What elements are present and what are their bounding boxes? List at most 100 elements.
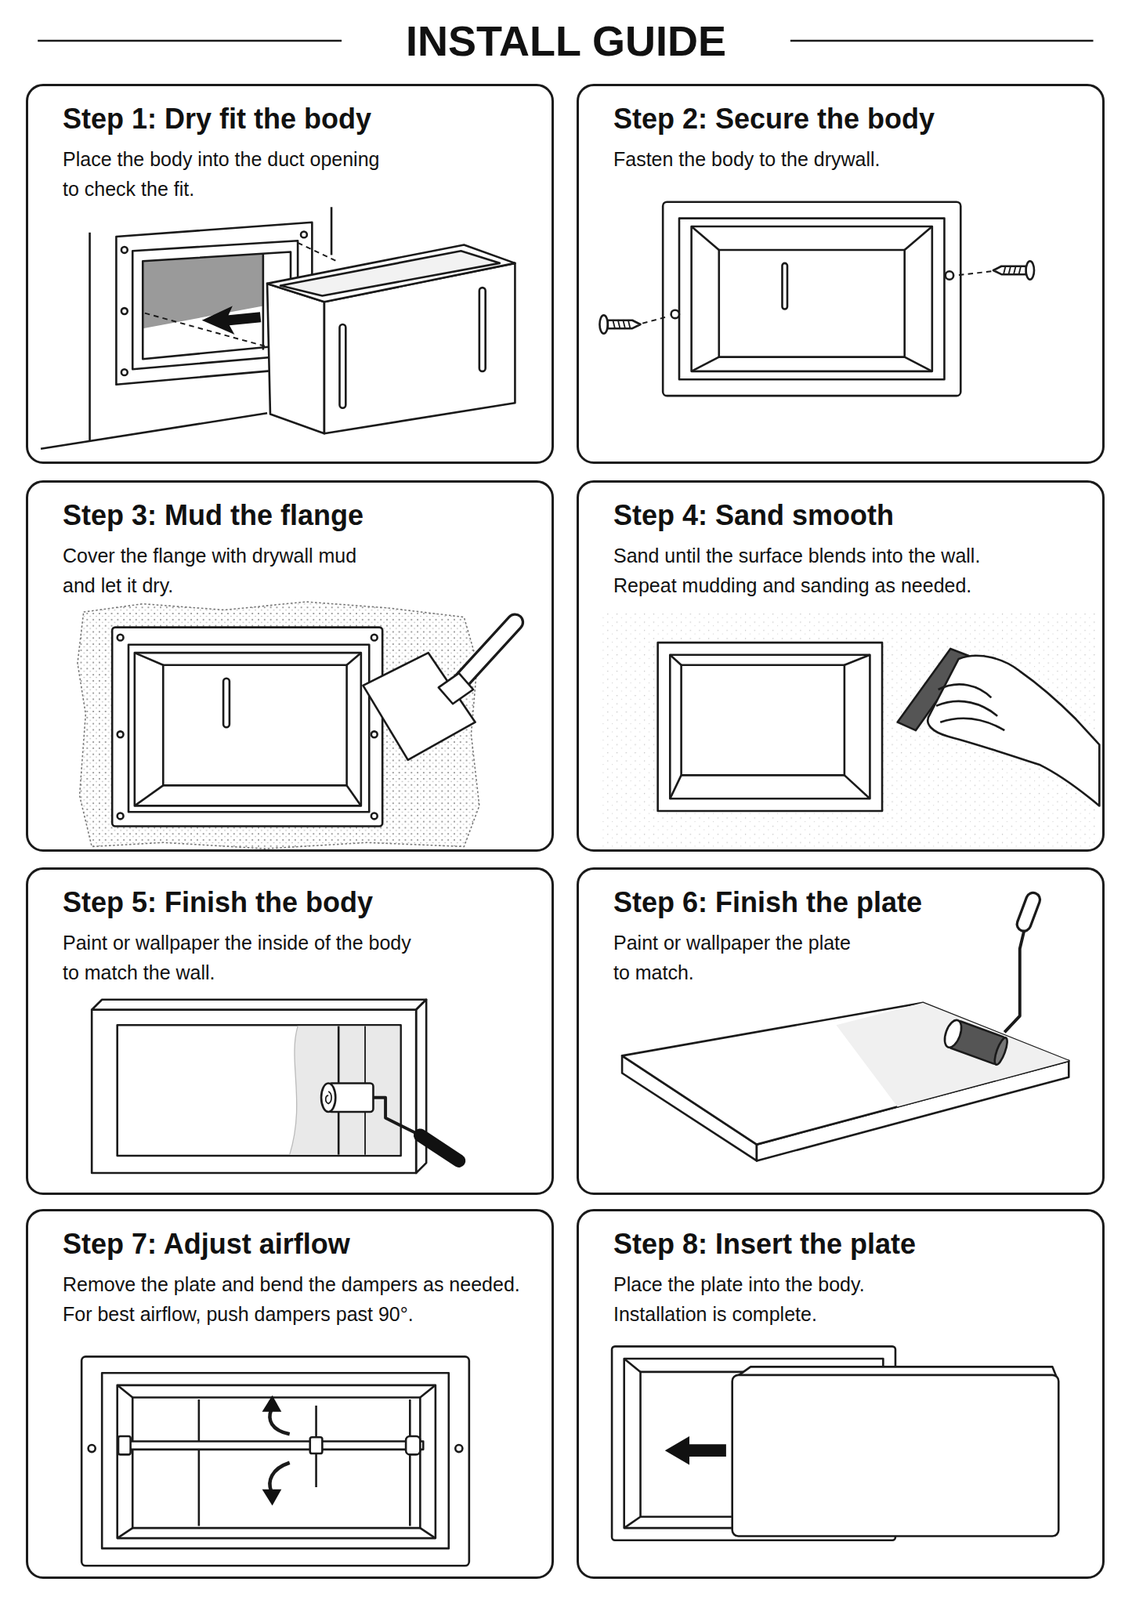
mud-illustration [438,672,474,704]
secure-illustration [642,316,670,324]
step-panel: Step 2: Secure the bodyFasten the body t… [576,83,1105,464]
step-panel: Step 7: Adjust airflowRemove the plate a… [25,1208,554,1579]
damper-illustration [419,1527,436,1538]
mud-illustration [362,652,475,760]
finish-body-illustration [321,1083,336,1112]
finish-body-illustration [91,1009,416,1173]
sand-illustration [844,774,871,799]
finish-body-illustration [415,999,427,1173]
step-instruction: Place the body into the duct opening to … [62,144,392,204]
damper-illustration [408,1399,412,1526]
step-panel: Step 5: Finish the bodyPaint or wallpape… [25,867,554,1195]
dry-fit-illustration [40,206,515,449]
secure-illustration [691,226,933,372]
dry-fit-illustration [280,250,500,296]
mud-illustration [371,730,378,738]
dry-fit-illustration [88,232,91,442]
secure-illustration [904,226,933,250]
mud-illustration [112,627,383,827]
mud-illustration [162,665,347,786]
step-instruction: Remove the plate and bend the dampers as… [62,1269,533,1329]
damper-illustration [117,1385,134,1398]
dry-fit-illustration [121,246,128,254]
secure-illustration [691,226,720,250]
insert-plate-illustration [732,1374,1060,1537]
step-instruction: Cover the flange with drywall mud and le… [62,540,377,601]
damper-illustration [455,1444,463,1452]
damper-illustration [198,1399,201,1526]
finish-body-illustration [289,1026,298,1155]
finish-plate-illustration [1023,899,1034,924]
damper-illustration [117,1527,134,1538]
damper-illustration [117,1385,436,1538]
finish-plate-illustration [622,1002,1069,1145]
secure-illustration [679,218,944,380]
mud-illustration [347,784,362,806]
mud-illustration [117,634,124,641]
damper-illustration [269,1462,290,1491]
damper-illustration [269,1409,290,1434]
illustration [37,40,1100,1566]
mud-illustration [77,601,515,849]
sand-illustration [938,683,992,698]
dry-fit-illustration [267,244,515,302]
sand-illustration [601,611,1100,849]
finish-plate-illustration [992,1036,1010,1067]
title-rule [790,39,1094,43]
finish-body-illustration [289,1026,401,1155]
insert-plate-illustration [665,1435,727,1465]
title-rule [37,39,342,43]
step-heading: Step 7: Adjust airflow [62,1226,538,1262]
finish-body-illustration [372,1097,418,1135]
secure-illustration [671,310,680,319]
step-panel: Step 4: Sand smoothSand until the surfac… [576,480,1105,852]
secure-illustration [599,202,1035,396]
mud-illustration [460,622,515,682]
secure-illustration [662,202,961,396]
damper-illustration [101,1372,449,1548]
step-instruction: Sand until the surface blends into the w… [613,540,1013,601]
finish-body-illustration [325,1091,332,1104]
secure-illustration [781,263,788,310]
step-panel: Step 3: Mud the flangeCover the flange w… [25,480,554,852]
dry-fit-illustration [121,368,128,376]
secure-illustration [993,260,1035,279]
step-heading: Step 6: Finish the plate [613,885,1089,920]
mud-illustration [460,622,515,682]
sand-illustration [669,654,870,800]
finish-plate-illustration [835,1002,1069,1107]
sand-illustration [927,655,1100,807]
step-heading: Step 8: Insert the plate [613,1226,1089,1262]
step-instruction: Place the plate into the body. Installat… [613,1269,880,1329]
secure-illustration [904,357,933,372]
secure-illustration [719,249,905,358]
dry-fit-illustration [202,306,262,335]
damper-illustration [81,1356,470,1566]
step-heading: Step 2: Secure the body [613,101,1089,137]
secure-illustration [945,271,954,279]
damper-illustration [310,1436,323,1454]
mud-illustration [77,601,480,849]
step-instruction: Fasten the body to the drywall. [613,144,1084,174]
damper-illustration [122,1440,424,1449]
damper-illustration [419,1385,436,1398]
secure-illustration [599,314,641,333]
sand-illustration [844,654,871,666]
mud-illustration [134,652,163,666]
insert-plate-illustration [611,1345,1059,1540]
mud-illustration [371,634,378,641]
sand-illustration [669,654,681,666]
finish-plate-illustration [941,1017,966,1049]
damper-illustration [132,1396,420,1528]
mud-illustration [223,678,230,727]
secure-illustration [955,271,992,275]
sand-illustration [681,665,845,776]
dry-fit-illustration [330,206,333,255]
step-instruction: Paint or wallpaper the inside of the bod… [62,927,422,988]
finish-body-illustration [419,1135,459,1161]
damper-illustration [88,1444,96,1452]
dry-fit-illustration [339,324,346,409]
step-heading: Step 4: Sand smooth [613,498,1089,533]
step-heading: Step 3: Mud the flange [62,498,538,533]
